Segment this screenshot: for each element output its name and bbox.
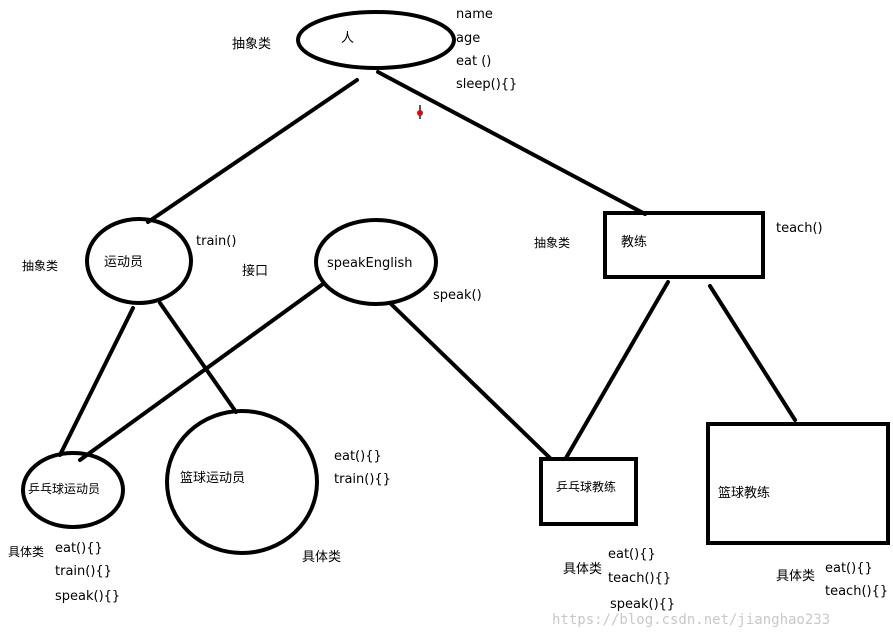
person-kind-label: 抽象类	[232, 37, 272, 52]
pingpong-coach-member-eat: eat(){}	[608, 547, 656, 562]
basketball-coach-member-teach: teach(){}	[825, 584, 889, 599]
person-member-name: name	[456, 7, 493, 22]
speakenglish-ellipse	[314, 218, 438, 306]
speakenglish-member-speak: speak()	[433, 288, 482, 303]
basketball-athlete-kind-label: 具体类	[302, 550, 342, 565]
edge-coach-basketball-coach	[708, 284, 797, 422]
pingpong-athlete-member-eat: eat(){}	[55, 541, 103, 556]
person-member-age: age	[456, 31, 481, 46]
person-member-sleep: sleep(){}	[456, 77, 518, 92]
basketball-coach-member-eat: eat(){}	[825, 561, 873, 576]
basketball-coach-node-label: 篮球教练	[718, 486, 771, 501]
pingpong-coach-member-teach: teach(){}	[608, 571, 672, 586]
edge-speakenglish-pingpong-athlete	[78, 282, 325, 462]
pingpong-coach-node-label: 乒乓球教练	[556, 480, 617, 494]
basketball-coach-kind-label: 具体类	[776, 569, 816, 584]
pingpong-athlete-member-speak: speak(){}	[55, 589, 121, 604]
person-member-eat: eat ()	[456, 54, 492, 69]
pingpong-athlete-ellipse	[21, 451, 125, 529]
basketball-athlete-node-label: 篮球运动员	[180, 471, 246, 486]
pingpong-coach-member-speak: speak(){}	[610, 597, 676, 612]
pingpong-athlete-member-train: train(){}	[55, 564, 112, 579]
basketball-athlete-circle	[165, 409, 319, 555]
edge-athlete-basketball-athlete	[158, 301, 238, 414]
athlete-member-train: train()	[196, 234, 237, 249]
basketball-athlete-member-eat: eat(){}	[334, 449, 382, 464]
pingpong-coach-box	[539, 457, 638, 526]
text-cursor-icon	[416, 105, 424, 119]
person-node-label: 人	[341, 31, 355, 46]
athlete-kind-label: 抽象类	[22, 259, 59, 273]
edge-person-coach	[376, 70, 647, 216]
pingpong-athlete-node-label: 乒乓球运动员	[28, 482, 101, 496]
speakenglish-kind-label: 接口	[242, 264, 269, 279]
basketball-coach-box	[706, 422, 890, 545]
pingpong-athlete-kind-label: 具体类	[8, 545, 45, 559]
watermark: https://blog.csdn.net/jianghao233	[552, 612, 831, 628]
person-ellipse	[296, 10, 456, 70]
coach-member-teach: teach()	[776, 221, 823, 236]
edge-person-athlete	[146, 78, 359, 224]
coach-box	[603, 211, 765, 279]
athlete-ellipse	[85, 217, 193, 305]
edge-speakenglish-pingpong-coach	[388, 301, 552, 460]
edge-coach-pingpong-coach	[564, 280, 670, 460]
athlete-node-label: 运动员	[104, 255, 144, 270]
pingpong-coach-kind-label: 具体类	[563, 562, 603, 577]
speakenglish-node-label: speakEnglish	[327, 256, 413, 271]
edge-athlete-pingpong-athlete	[58, 306, 135, 457]
basketball-athlete-member-train: train(){}	[334, 472, 391, 487]
coach-kind-label: 抽象类	[534, 236, 571, 250]
coach-node-label: 教练	[621, 235, 648, 250]
